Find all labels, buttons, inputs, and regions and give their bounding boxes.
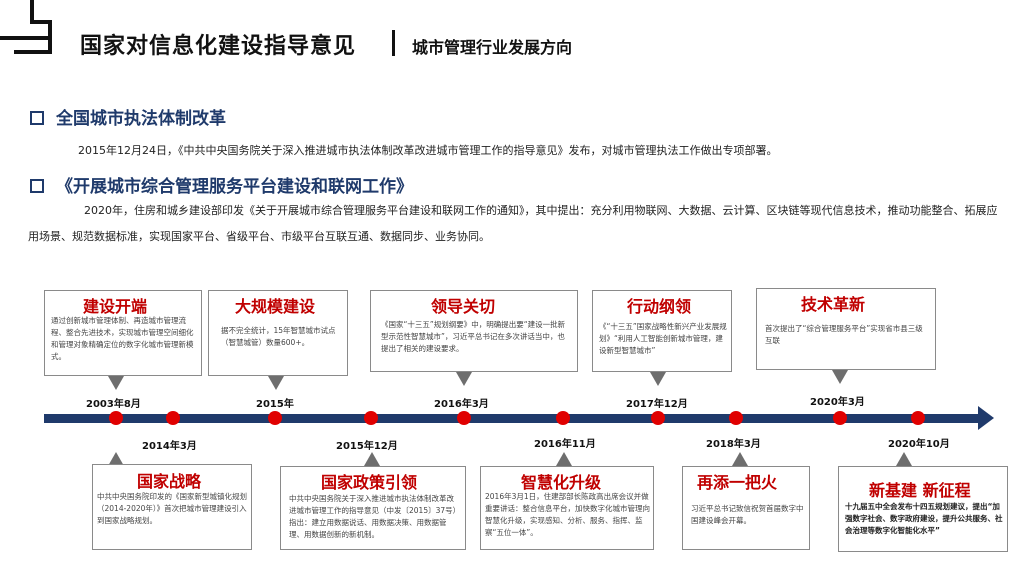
- timeline-card-top-3: 领导关切 《国家“十三五”规划纲要》中，明确提出要“建设一批新型示范性智慧城市”…: [370, 290, 578, 372]
- card-title: 领导关切: [431, 297, 496, 316]
- timeline-date: 2014年3月: [142, 441, 197, 452]
- section-bullet-icon: [30, 179, 44, 193]
- timeline-dot: [556, 411, 570, 425]
- timeline-card-bottom-4: 再添一把火 习近平总书记致信祝贺首届数字中国建设峰会开幕。: [682, 466, 810, 550]
- timeline-dot: [833, 411, 847, 425]
- timeline-dot: [457, 411, 471, 425]
- timeline-card-top-2: 大规模建设 据不完全统计，15年智慧城市试点（智慧城管）数量600+。: [208, 290, 348, 376]
- card-body: 首次提出了“综合管理服务平台”实现省市县三级互联: [765, 324, 923, 345]
- pointer-down: [456, 372, 472, 386]
- card-body: 中共中央国务院关于深入推进城市执法体制改革改进城市管理工作的指导意见（中发〔20…: [289, 494, 461, 539]
- card-title: 新基建 新征程: [869, 481, 971, 500]
- timeline-date: 2017年12月: [626, 399, 688, 410]
- timeline-dot: [911, 411, 925, 425]
- timeline-dot: [109, 411, 123, 425]
- pointer-up: [556, 452, 572, 466]
- timeline-dot: [364, 411, 378, 425]
- timeline-date: 2018年3月: [706, 439, 761, 450]
- timeline-date: 2016年11月: [534, 439, 596, 450]
- card-body: 十九届五中全会发布十四五规划建议，提出“加强数字社会、数字政府建设，提升公共服务…: [845, 502, 1003, 535]
- pointer-down: [108, 376, 124, 390]
- pointer-up: [732, 452, 748, 466]
- timeline-arrow-icon: [978, 406, 994, 430]
- section-title-2: 《开展城市综合管理服务平台建设和联网工作》: [56, 177, 413, 197]
- timeline-dot: [651, 411, 665, 425]
- card-title: 大规模建设: [235, 297, 316, 316]
- page-subtitle: 城市管理行业发展方向: [412, 38, 573, 57]
- card-body: 通过创新城市管理体制、再造城市管理流程、整合先进技术，实现城市管理空间细化和管理…: [51, 316, 194, 361]
- pointer-up: [364, 452, 380, 466]
- section-title-1: 全国城市执法体制改革: [56, 109, 226, 129]
- section-text-2: 2020年，住房和城乡建设部印发《关于开展城市综合管理服务平台建设和联网工作的通…: [28, 204, 998, 243]
- card-title: 行动纲领: [627, 297, 692, 316]
- card-title: 技术革新: [801, 295, 866, 314]
- pointer-up: [108, 452, 124, 466]
- card-body: 2016年3月1日，住建部部长陈政高出席会议并做重要讲话：整合信息平台，加快数字…: [485, 492, 650, 537]
- timeline-card-bottom-3: 智慧化升级 2016年3月1日，住建部部长陈政高出席会议并做重要讲话：整合信息平…: [480, 466, 654, 550]
- card-title: 再添一把火: [697, 473, 778, 492]
- card-body: 习近平总书记致信祝贺首届数字中国建设峰会开幕。: [691, 504, 804, 525]
- timeline-date: 2020年3月: [810, 397, 865, 408]
- timeline-bar: [44, 414, 980, 423]
- timeline-date: 2015年: [256, 399, 294, 410]
- timeline-card-top-1: 建设开端 通过创新城市管理体制、再造城市管理流程、整合先进技术，实现城市管理空间…: [44, 290, 202, 376]
- pointer-up: [896, 452, 912, 466]
- timeline-dot: [166, 411, 180, 425]
- timeline-card-bottom-2: 国家政策引领 中共中央国务院关于深入推进城市执法体制改革改进城市管理工作的指导意…: [280, 466, 466, 550]
- pointer-down: [650, 372, 666, 386]
- timeline-card-top-5: 技术革新 首次提出了“综合管理服务平台”实现省市县三级互联: [756, 288, 936, 370]
- section-text-1: 2015年12月24日，《中共中央国务院关于深入推进城市执法体制改革改进城市管理…: [78, 144, 778, 157]
- card-title: 智慧化升级: [521, 473, 602, 492]
- title-divider: [392, 30, 395, 56]
- timeline-dot: [729, 411, 743, 425]
- pointer-down: [268, 376, 284, 390]
- card-body: 《国家“十三五”规划纲要》中，明确提出要“建设一批新型示范性智慧城市”，习近平总…: [381, 320, 566, 353]
- timeline-dot: [268, 411, 282, 425]
- card-body: 中共中央国务院印发的《国家新型城镇化规划（2014-2020年）》首次把城市管理…: [97, 492, 247, 525]
- timeline-date: 2015年12月: [336, 441, 398, 452]
- card-title: 建设开端: [83, 297, 148, 316]
- card-body: 《“十三五”国家战略性新兴产业发展规划》“利用人工智能创新城市管理，建设新型智慧…: [599, 322, 727, 355]
- section-bullet-icon: [30, 111, 44, 125]
- pointer-down: [832, 370, 848, 384]
- page-title: 国家对信息化建设指导意见: [80, 34, 357, 59]
- timeline-date: 2016年3月: [434, 399, 489, 410]
- timeline-date: 2020年10月: [888, 439, 950, 450]
- timeline-card-bottom-5: 新基建 新征程 十九届五中全会发布十四五规划建议，提出“加强数字社会、数字政府建…: [838, 466, 1008, 552]
- card-title: 国家政策引领: [321, 473, 418, 492]
- timeline-date: 2003年8月: [86, 399, 141, 410]
- card-title: 国家战略: [137, 472, 202, 491]
- card-body: 据不完全统计，15年智慧城市试点（智慧城管）数量600+。: [221, 326, 336, 347]
- timeline-card-bottom-1: 国家战略 中共中央国务院印发的《国家新型城镇化规划（2014-2020年）》首次…: [92, 464, 252, 550]
- timeline-card-top-4: 行动纲领 《“十三五”国家战略性新兴产业发展规划》“利用人工智能创新城市管理，建…: [592, 290, 732, 372]
